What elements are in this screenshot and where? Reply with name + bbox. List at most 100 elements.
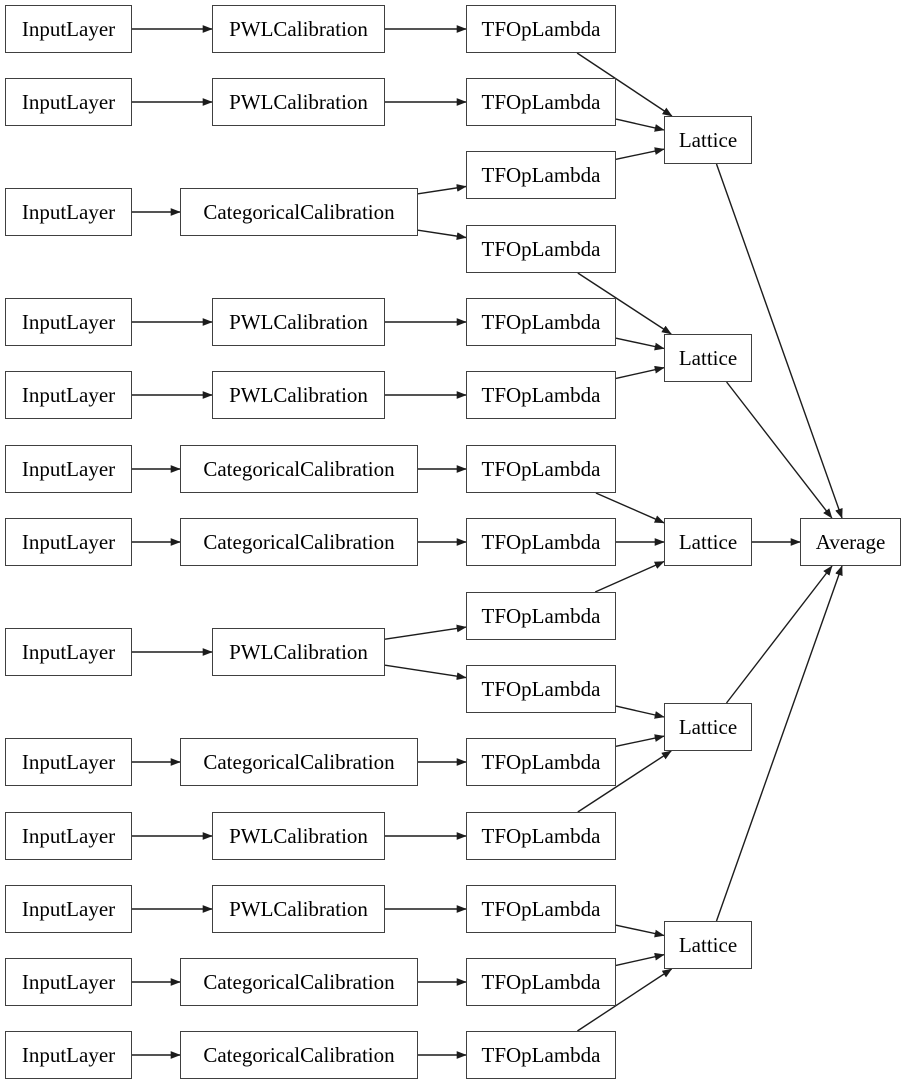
node-tfoplambda: TFOpLambda bbox=[466, 812, 616, 860]
node-label: TFOpLambda bbox=[481, 89, 601, 114]
node-inputlayer: InputLayer bbox=[5, 518, 132, 566]
node-lattice: Lattice bbox=[664, 334, 752, 382]
node-inputlayer: InputLayer bbox=[5, 1031, 132, 1079]
node-label: InputLayer bbox=[21, 16, 116, 41]
edge-arrow bbox=[615, 924, 665, 938]
node-label: Lattice bbox=[678, 932, 738, 957]
node-average: Average bbox=[800, 518, 901, 566]
node-inputlayer: InputLayer bbox=[5, 78, 132, 126]
node-inputlayer: InputLayer bbox=[5, 885, 132, 933]
node-label: PWLCalibration bbox=[229, 16, 368, 41]
node-lattice: Lattice bbox=[664, 703, 752, 751]
node-label: InputLayer bbox=[21, 749, 116, 774]
edge-arrow bbox=[715, 163, 843, 519]
edge-arrow bbox=[577, 272, 672, 335]
node-label: InputLayer bbox=[21, 309, 116, 334]
node-pwlcalibration: PWLCalibration bbox=[212, 5, 385, 53]
node-label: Average bbox=[815, 529, 886, 554]
node-label: TFOpLambda bbox=[481, 749, 601, 774]
edge-arrow bbox=[715, 565, 843, 922]
edge-arrow bbox=[594, 560, 665, 593]
node-pwlcalibration: PWLCalibration bbox=[212, 885, 385, 933]
node-label: TFOpLambda bbox=[481, 309, 601, 334]
node-label: Lattice bbox=[678, 345, 738, 370]
edge-arrow bbox=[615, 705, 665, 719]
node-tfoplambda: TFOpLambda bbox=[466, 665, 616, 713]
node-inputlayer: InputLayer bbox=[5, 958, 132, 1006]
node-pwlcalibration: PWLCalibration bbox=[212, 628, 385, 676]
node-label: PWLCalibration bbox=[229, 823, 368, 848]
node-tfoplambda: TFOpLambda bbox=[466, 5, 616, 53]
node-label: CategoricalCalibration bbox=[203, 529, 395, 554]
node-tfoplambda: TFOpLambda bbox=[466, 1031, 616, 1079]
node-label: Lattice bbox=[678, 714, 738, 739]
node-inputlayer: InputLayer bbox=[5, 371, 132, 419]
node-pwlcalibration: PWLCalibration bbox=[212, 78, 385, 126]
edge-arrow bbox=[726, 381, 833, 519]
node-label: TFOpLambda bbox=[481, 676, 601, 701]
node-tfoplambda: TFOpLambda bbox=[466, 738, 616, 786]
node-label: TFOpLambda bbox=[481, 529, 601, 554]
node-categoricalcalibration: CategoricalCalibration bbox=[180, 958, 418, 1006]
node-tfoplambda: TFOpLambda bbox=[466, 298, 616, 346]
node-categoricalcalibration: CategoricalCalibration bbox=[180, 445, 418, 493]
node-label: InputLayer bbox=[21, 1042, 116, 1067]
node-label: InputLayer bbox=[21, 382, 116, 407]
node-label: TFOpLambda bbox=[481, 1042, 601, 1067]
edge-arrow bbox=[615, 337, 665, 351]
node-categoricalcalibration: CategoricalCalibration bbox=[180, 188, 418, 236]
edge-arrow bbox=[384, 624, 467, 640]
node-label: TFOpLambda bbox=[481, 16, 601, 41]
node-label: CategoricalCalibration bbox=[203, 749, 395, 774]
node-lattice: Lattice bbox=[664, 921, 752, 969]
node-label: InputLayer bbox=[21, 456, 116, 481]
edge-arrow bbox=[725, 565, 833, 704]
node-tfoplambda: TFOpLambda bbox=[466, 225, 616, 273]
edge-arrow bbox=[615, 952, 665, 967]
node-pwlcalibration: PWLCalibration bbox=[212, 812, 385, 860]
node-label: PWLCalibration bbox=[229, 89, 368, 114]
node-label: PWLCalibration bbox=[229, 309, 368, 334]
node-categoricalcalibration: CategoricalCalibration bbox=[180, 518, 418, 566]
node-label: Lattice bbox=[678, 529, 738, 554]
node-inputlayer: InputLayer bbox=[5, 445, 132, 493]
node-label: TFOpLambda bbox=[481, 456, 601, 481]
node-label: Lattice bbox=[678, 127, 738, 152]
node-inputlayer: InputLayer bbox=[5, 188, 132, 236]
node-lattice: Lattice bbox=[664, 116, 752, 164]
edge-arrow bbox=[615, 147, 665, 160]
node-label: TFOpLambda bbox=[481, 896, 601, 921]
node-tfoplambda: TFOpLambda bbox=[466, 958, 616, 1006]
node-label: InputLayer bbox=[21, 529, 116, 554]
edge-arrow bbox=[615, 734, 665, 747]
node-pwlcalibration: PWLCalibration bbox=[212, 298, 385, 346]
node-label: InputLayer bbox=[21, 89, 116, 114]
node-tfoplambda: TFOpLambda bbox=[466, 78, 616, 126]
edge-arrow bbox=[577, 750, 672, 813]
node-label: InputLayer bbox=[21, 823, 116, 848]
node-label: TFOpLambda bbox=[481, 603, 601, 628]
node-label: InputLayer bbox=[21, 969, 116, 994]
node-label: TFOpLambda bbox=[481, 162, 601, 187]
edge-arrow bbox=[384, 664, 467, 681]
edge-arrow bbox=[615, 365, 665, 380]
node-inputlayer: InputLayer bbox=[5, 298, 132, 346]
edge-arrow bbox=[577, 968, 673, 1032]
node-tfoplambda: TFOpLambda bbox=[466, 592, 616, 640]
node-inputlayer: InputLayer bbox=[5, 738, 132, 786]
node-label: TFOpLambda bbox=[481, 969, 601, 994]
edge-arrow bbox=[417, 184, 467, 195]
node-inputlayer: InputLayer bbox=[5, 628, 132, 676]
node-label: PWLCalibration bbox=[229, 639, 368, 664]
node-tfoplambda: TFOpLambda bbox=[466, 885, 616, 933]
edge-arrow bbox=[576, 52, 673, 117]
node-tfoplambda: TFOpLambda bbox=[466, 445, 616, 493]
node-label: PWLCalibration bbox=[229, 382, 368, 407]
node-label: CategoricalCalibration bbox=[203, 1042, 395, 1067]
edge-arrow bbox=[417, 229, 467, 240]
node-tfoplambda: TFOpLambda bbox=[466, 518, 616, 566]
node-label: InputLayer bbox=[21, 639, 116, 664]
node-categoricalcalibration: CategoricalCalibration bbox=[180, 1031, 418, 1079]
